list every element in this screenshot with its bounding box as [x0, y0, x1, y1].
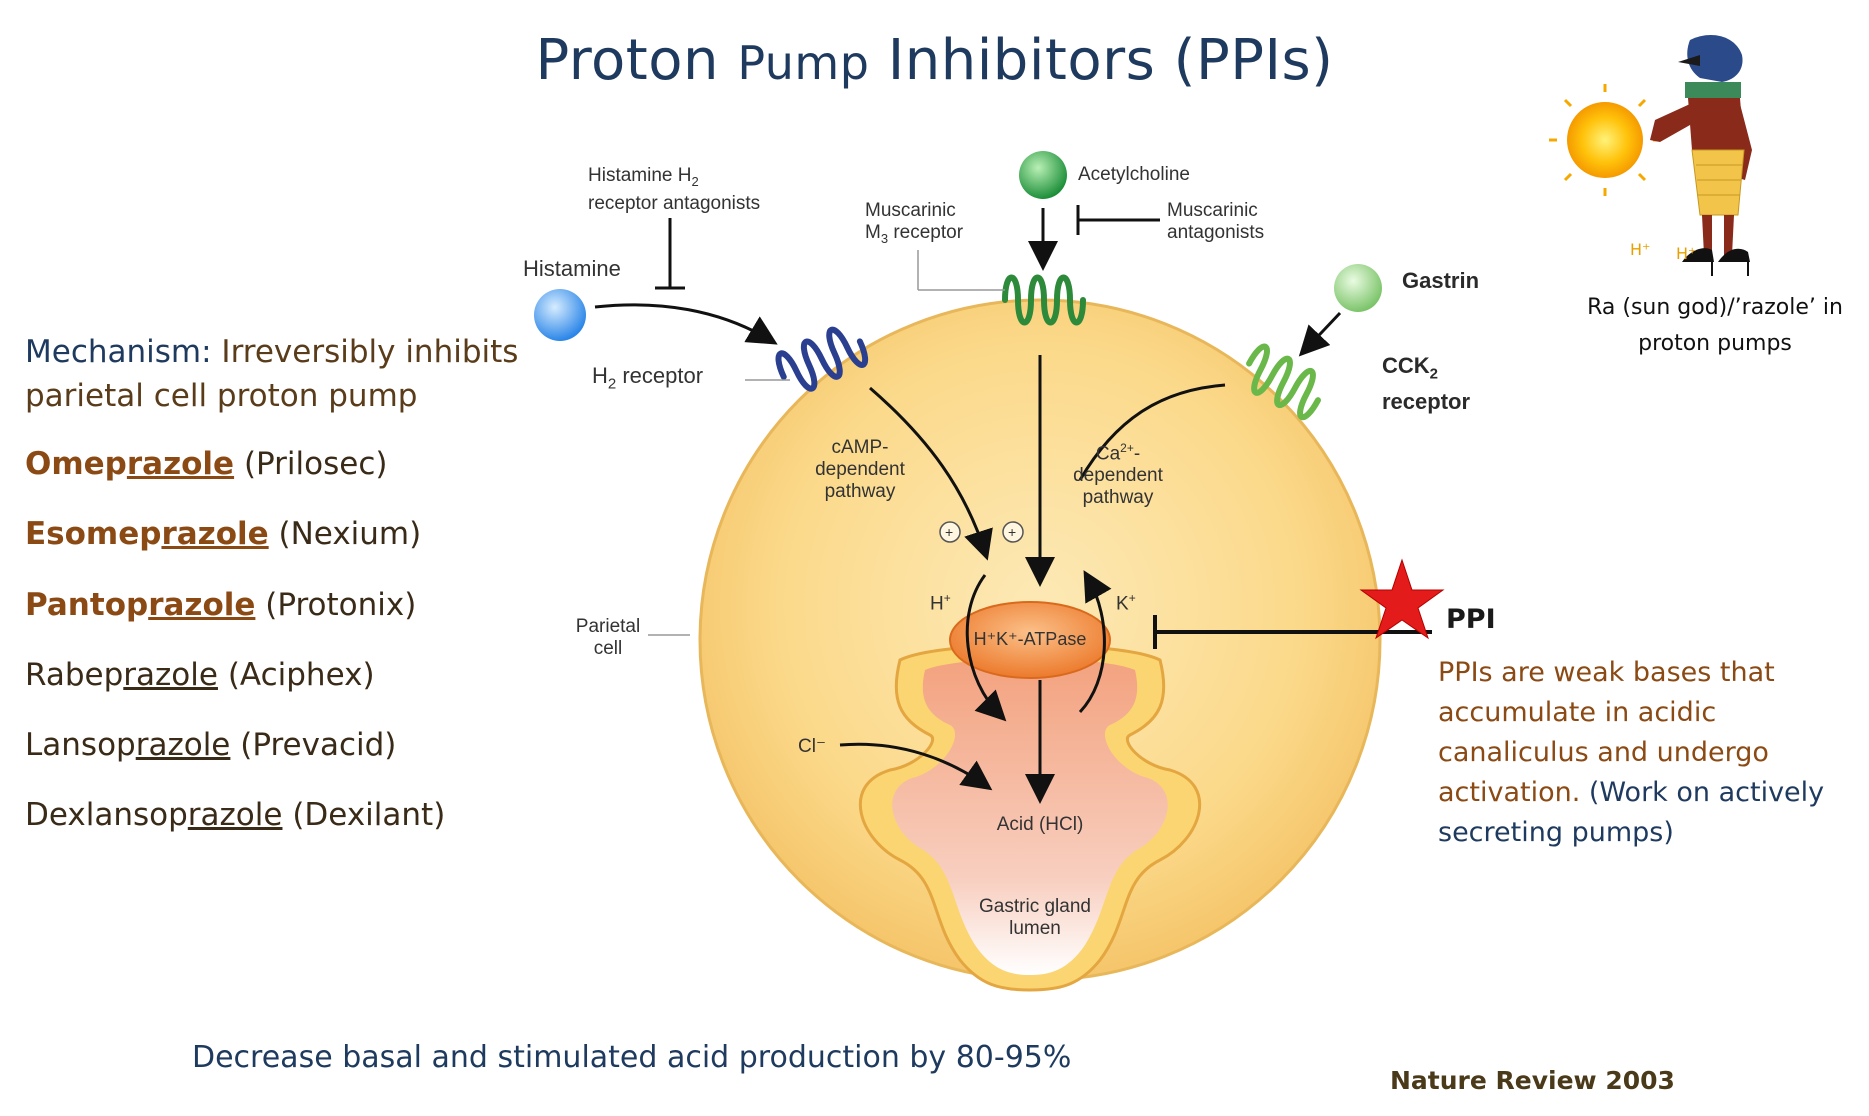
drug-name: Omeprazole — [25, 446, 235, 482]
gastrin-molecule — [1334, 264, 1382, 312]
drug-item: Omeprazole (Prilosec) — [25, 446, 387, 482]
title-part-1: Proton — [535, 28, 738, 93]
drug-brand: (Protonix) — [265, 587, 417, 623]
label-plus-2: + — [1008, 524, 1017, 540]
title-part-2: Pump — [737, 36, 870, 90]
footer-note: Decrease basal and stimulated acid produ… — [192, 1040, 1072, 1075]
label-muscarinic-m3-receptor: Muscarinic M3 receptor — [865, 200, 964, 246]
m3-receptor — [1002, 274, 1086, 326]
drug-brand: (Aciphex) — [227, 657, 375, 693]
label-acid: Acid (HCl) — [996, 814, 1084, 835]
h2-receptor — [775, 326, 869, 392]
page-title: Proton Pump Inhibitors (PPIs) — [0, 28, 1869, 93]
label-h-plus: H+ — [930, 591, 951, 615]
plus-sign — [939, 521, 961, 543]
label-ca-pathway: Ca2+- dependent pathway — [1073, 441, 1163, 509]
drug-name: Lansoprazole — [25, 727, 231, 763]
drug-brand: (Prevacid) — [240, 727, 397, 763]
drug-name: Rabeprazole — [25, 657, 218, 693]
label-histamine: Histamine — [523, 256, 621, 281]
label-plus-1: + — [945, 524, 954, 540]
mechanism-label: Mechanism: — [25, 334, 212, 370]
label-parietal-cell: Parietal cell — [575, 616, 641, 659]
ppi-description: PPIs are weak bases that accumulate in a… — [1438, 657, 1825, 848]
drug-brand: (Nexium) — [278, 516, 422, 552]
sun-icon — [1567, 102, 1643, 178]
label-h2-antagonists: Histamine H2 receptor antagonists — [588, 165, 761, 214]
label-chloride: Cl⁻ — [798, 736, 826, 757]
label-ppi: PPI — [1446, 604, 1496, 635]
acetylcholine-molecule — [1019, 151, 1067, 199]
label-gastrin: Gastrin — [1402, 268, 1480, 293]
gastric-gland-lumen — [892, 658, 1168, 975]
drug-item: Dexlansoprazole (Dexilant) — [25, 797, 445, 833]
label-gastric-gland-lumen: Gastric gland lumen — [979, 896, 1091, 939]
mechanism-description: Irreversibly inhibits parietal cell prot… — [25, 334, 519, 414]
drug-name: Esomeprazole — [25, 516, 269, 552]
drug-item: Pantoprazole (Protonix) — [25, 587, 416, 623]
label-cck2-receptor: CCK2 receptor — [1382, 353, 1471, 415]
citation: Nature Review 2003 — [1390, 1066, 1675, 1095]
plus-sign — [1002, 521, 1024, 543]
drug-item: Esomeprazole (Nexium) — [25, 516, 421, 552]
ra-caption: Ra (sun god)/’razole’ in proton pumps — [1587, 295, 1843, 356]
label-muscarinic-antagonists: Muscarinic antagonists — [1167, 200, 1265, 243]
drug-brand: (Dexilant) — [292, 797, 446, 833]
ra-h-plus-2: H⁺ — [1676, 244, 1697, 263]
drug-name: Dexlansoprazole — [25, 797, 283, 833]
label-k-plus: K+ — [1116, 591, 1136, 615]
ra-illustration — [1549, 35, 1752, 276]
title-part-3: Inhibitors (PPIs) — [869, 28, 1334, 93]
drug-item: Rabeprazole (Aciphex) — [25, 657, 375, 693]
histamine-molecule — [534, 289, 586, 341]
drug-brand: (Prilosec) — [243, 446, 388, 482]
h-k-atpase — [949, 601, 1111, 679]
label-atpase: H⁺K⁺-ATPase — [973, 629, 1087, 649]
drug-name: Pantoprazole — [25, 587, 256, 623]
ra-h-plus-1: H⁺ — [1630, 240, 1651, 259]
label-acetylcholine: Acetylcholine — [1078, 164, 1190, 185]
drug-item: Lansoprazole (Prevacid) — [25, 727, 396, 763]
label-h2-receptor: H2 receptor — [592, 363, 704, 393]
mechanism-text: Mechanism: Irreversibly inhibits parieta… — [25, 330, 545, 418]
label-camp-pathway: cAMP- dependent pathway — [815, 437, 905, 502]
cck2-receptor — [1246, 343, 1321, 421]
star-icon — [1359, 558, 1445, 640]
